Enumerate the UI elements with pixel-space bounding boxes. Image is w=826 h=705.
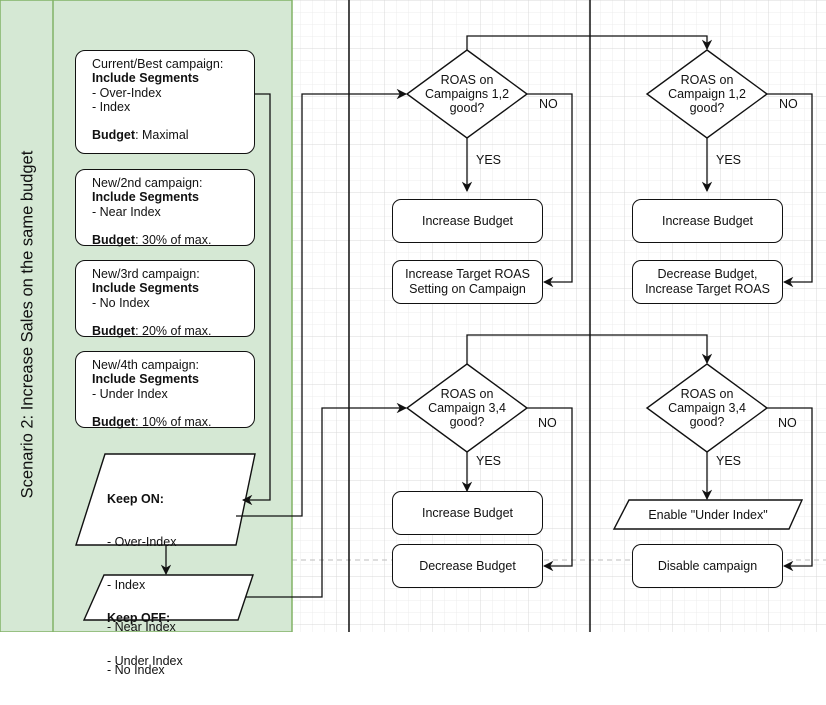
yes-label: YES	[476, 454, 502, 468]
keep-on-item: - Near Index	[107, 620, 176, 635]
segments-label: Include Segments	[92, 190, 199, 205]
arrow-bottom-right-no	[767, 407, 813, 572]
budget-line: Budget: 30% of max.	[92, 233, 246, 247]
decision-line: Campaign 1,2	[668, 87, 746, 101]
budget-label: Budget	[92, 233, 136, 248]
budget-label: Budget	[92, 324, 136, 339]
budget-value: : 30% of max.	[135, 233, 212, 248]
action-disable-campaign: Disable campaign	[632, 544, 783, 588]
sidebar-title: Scenario 2: Increase Sales on the same b…	[18, 150, 37, 499]
decision-line: ROAS on	[440, 73, 494, 87]
action-decrease-budget-increase-roas: Decrease Budget, Increase Target ROAS	[632, 260, 783, 304]
budget-line: Budget: 10% of max.	[92, 415, 246, 429]
action-increase-budget-bottom-left: Increase Budget	[392, 491, 543, 535]
arrow-keep-on-to-top-decision	[236, 88, 408, 517]
decision-line: ROAS on	[680, 73, 734, 87]
segments-label: Include Segments	[92, 71, 199, 86]
budget-value: : 20% of max.	[135, 324, 212, 339]
decision-line: ROAS on	[680, 387, 734, 401]
keep-on-title: Keep ON:	[107, 492, 164, 507]
keep-off-title: Keep OFF:	[107, 611, 171, 626]
decision-line: good?	[689, 415, 725, 429]
decision-line: good?	[449, 101, 485, 115]
no-label: NO	[779, 97, 798, 111]
keep-on-shape	[75, 453, 256, 546]
budget-label: Budget	[92, 415, 136, 430]
segment-item: - Over-Index	[92, 85, 162, 100]
keep-off-shape	[82, 574, 254, 621]
arrow-campaigns-to-keep-on	[241, 93, 271, 506]
action-decrease-budget-bottom-left: Decrease Budget	[392, 544, 543, 588]
campaign-card-current: Current/Best campaign: Include Segments …	[75, 50, 255, 154]
action-line: Setting on Campaign	[409, 282, 526, 296]
action-enable-under-index: Enable "Under Index"	[648, 508, 768, 522]
arrow-top-left-no	[527, 93, 573, 288]
action-increase-budget-top-left: Increase Budget	[392, 199, 543, 243]
action-increase-budget-top-right: Increase Budget	[632, 199, 783, 243]
decision-line: Campaigns 1,2	[424, 87, 510, 101]
decision-line: good?	[689, 101, 725, 115]
decision-line: Campaign 3,4	[668, 401, 746, 415]
yes-label: YES	[716, 454, 742, 468]
decision-line: Campaign 3,4	[428, 401, 506, 415]
yes-label: YES	[716, 153, 742, 167]
campaign-header: Current/Best campaign:	[92, 57, 224, 71]
no-label: NO	[778, 416, 797, 430]
campaign-header: New/3rd campaign:	[92, 267, 200, 281]
segments-label: Include Segments	[92, 372, 199, 387]
arrow-bottom-left-to-bottom-right	[466, 334, 713, 365]
decision-text-bottom-right: ROAS on Campaign 3,4 good?	[657, 387, 757, 429]
decision-text-bottom-left: ROAS on Campaign 3,4 good?	[417, 387, 517, 429]
keep-off-item: - Under Index	[107, 654, 183, 669]
action-line: Increase Target ROAS	[405, 267, 530, 281]
arrow-bottom-left-no	[527, 407, 573, 572]
budget-label: Budget	[92, 128, 136, 143]
yes-label: YES	[476, 153, 502, 167]
budget-line: Budget: Maximal	[92, 128, 246, 142]
action-line: Increase Target ROAS	[645, 282, 770, 296]
campaign-card-3rd: New/3rd campaign: Include Segments - No …	[75, 260, 255, 338]
decision-text-top-right: ROAS on Campaign 1,2 good?	[657, 73, 757, 115]
segment-item: - Under Index	[92, 386, 168, 401]
enable-under-index-shape	[612, 499, 804, 530]
keep-off-text: Keep OFF: - Under Index	[107, 583, 183, 697]
segments-label: Include Segments	[92, 281, 199, 296]
action-line: Decrease Budget,	[657, 267, 758, 281]
budget-value: : Maximal	[135, 128, 189, 143]
campaign-card-4th: New/4th campaign: Include Segments - Und…	[75, 351, 255, 429]
decision-line: ROAS on	[440, 387, 494, 401]
arrow-top-right-no	[767, 93, 813, 288]
campaign-card-2nd: New/2nd campaign: Include Segments - Nea…	[75, 169, 255, 247]
connectors	[160, 35, 813, 598]
arrow-top-left-to-top-right	[466, 35, 713, 51]
keep-on-item: - Over-Index	[107, 535, 177, 550]
decision-line: good?	[449, 415, 485, 429]
segment-item: - Index	[92, 99, 131, 114]
action-increase-target-roas: Increase Target ROAS Setting on Campaign	[392, 260, 543, 304]
keep-on-item: - Index	[107, 577, 146, 592]
campaign-header: New/4th campaign:	[92, 358, 200, 372]
diagram-canvas: Scenario 2: Increase Sales on the same b…	[0, 0, 826, 677]
budget-line: Budget: 20% of max.	[92, 324, 246, 338]
budget-value: : 10% of max.	[135, 415, 212, 430]
diagram-background	[0, 0, 826, 632]
segment-item: - Near Index	[92, 204, 161, 219]
arrow-keep-off-to-bottom-decision	[246, 402, 408, 598]
campaign-header: New/2nd campaign:	[92, 176, 203, 190]
no-label: NO	[538, 416, 557, 430]
segment-item: - No Index	[92, 295, 150, 310]
decision-text-top-left: ROAS on Campaigns 1,2 good?	[417, 73, 517, 115]
no-label: NO	[539, 97, 558, 111]
